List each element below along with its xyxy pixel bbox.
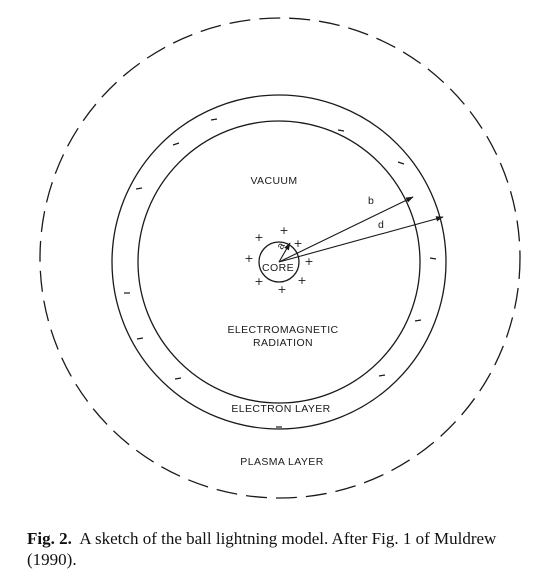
negative-charge: [378, 374, 386, 377]
positive-charge: +: [293, 237, 302, 250]
positive-charge: +: [254, 275, 263, 288]
negative-charge: [414, 319, 422, 322]
ball-lightning-diagram: a b d VACUUM CORE ELECTROMAGNETIC RADIAT…: [39, 17, 521, 499]
positive-charge: +: [297, 274, 306, 287]
figure-caption: Fig. 2. A sketch of the ball lightning m…: [27, 528, 537, 570]
negative-charge: [172, 142, 180, 146]
negative-charge: [397, 161, 405, 165]
positive-charges: + + + + + + + +: [244, 224, 313, 296]
em-radiation-label-line2: RADIATION: [253, 337, 313, 349]
positive-charge: +: [304, 255, 313, 268]
radius-arrow-a: [278, 242, 291, 263]
negative-charge: [136, 337, 144, 340]
radius-arrow-d: [278, 216, 444, 263]
core-circle: [258, 241, 300, 283]
figure-caption-label: Fig. 2.: [27, 529, 72, 548]
positive-charge: +: [254, 231, 263, 244]
em-radiation-label-line1: ELECTROMAGNETIC: [227, 324, 338, 336]
positive-charge: +: [244, 252, 253, 265]
negative-charges: [124, 118, 437, 428]
plasma-layer-boundary: [39, 17, 521, 499]
negative-charge: [337, 129, 345, 132]
negative-charge: [429, 257, 437, 260]
negative-charge: [174, 377, 182, 380]
radius-label-b: b: [368, 195, 374, 207]
vacuum-boundary-circle: [137, 120, 421, 404]
radius-arrow-b: [278, 196, 414, 263]
vacuum-label: VACUUM: [250, 175, 297, 187]
negative-charge: [210, 118, 218, 121]
radius-label-d: d: [378, 219, 384, 231]
electron-layer-label: ELECTRON LAYER: [231, 403, 330, 415]
core-label: CORE: [262, 262, 294, 274]
negative-charge: [135, 187, 143, 190]
electron-layer-outer-circle: [111, 94, 447, 430]
figure-caption-text: A sketch of the ball lightning model. Af…: [27, 529, 497, 569]
positive-charge: +: [277, 283, 286, 296]
plasma-layer-label: PLASMA LAYER: [240, 456, 323, 468]
radius-label-a: a: [274, 240, 288, 251]
positive-charge: +: [279, 224, 288, 237]
